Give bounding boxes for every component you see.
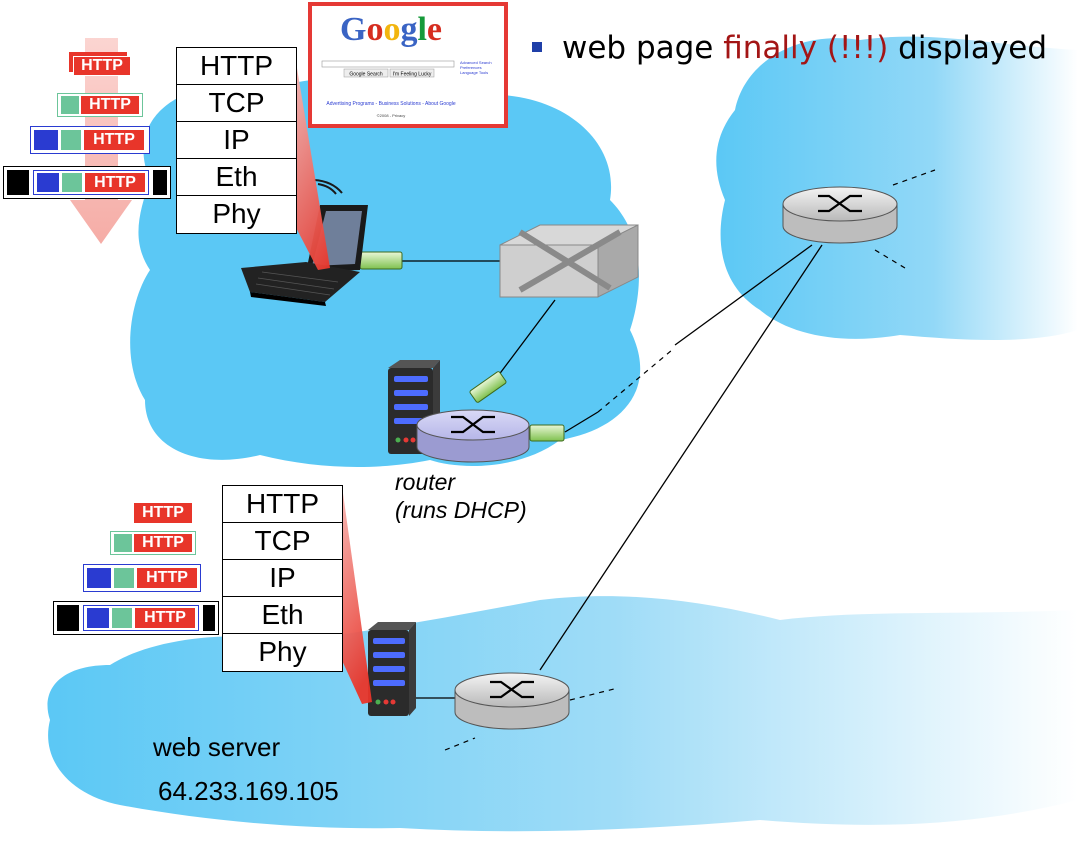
packet-http-label: HTTP	[94, 174, 136, 191]
google-page-thumbnail: Google Google Search I'm Feeling Lucky A…	[308, 2, 508, 128]
network-links	[382, 244, 823, 699]
router-link-connector	[529, 424, 565, 442]
bullet-marker	[532, 42, 542, 52]
ethernet-switch	[499, 224, 639, 298]
client-protocol-stack: HTTP TCP IP Eth Phy	[176, 47, 297, 234]
laptop-link-connector	[359, 251, 403, 270]
svg-text:Language Tools: Language Tools	[460, 70, 488, 75]
first-hop-router	[416, 409, 530, 463]
router-label-line2: (runs DHCP)	[395, 497, 527, 523]
stack-layer-http: HTTP	[223, 486, 342, 523]
packet-http-label: HTTP	[89, 96, 131, 113]
svg-text:Advertising Programs - Busines: Advertising Programs - Business Solution…	[326, 101, 455, 107]
router-label: router (runs DHCP)	[395, 468, 527, 524]
stack-layer-phy: Phy	[258, 636, 307, 667]
stack-layer-ip: IP	[223, 560, 342, 597]
svg-text:Advanced Search: Advanced Search	[460, 60, 492, 65]
packet-http-label: HTTP	[93, 131, 135, 148]
web-server-icon	[368, 622, 416, 716]
stack-layer-phy: Phy	[212, 198, 261, 229]
stack-layer-tcp: TCP	[177, 85, 296, 122]
google-logo: Google	[340, 11, 442, 48]
headline-text-start: web page	[562, 30, 724, 66]
packet-http-label: HTTP	[146, 569, 188, 586]
stack-layer-eth: Eth	[223, 597, 342, 634]
server-protocol-stack: HTTP TCP IP Eth Phy	[222, 485, 343, 672]
headline-bullet: web page finally (!!!) displayed	[562, 30, 1047, 66]
packet-http-label: HTTP	[142, 504, 184, 521]
stack-layer-eth: Eth	[177, 159, 296, 196]
wifi-icon	[313, 179, 343, 195]
headline-highlight: finally (!!!)	[723, 30, 889, 66]
web-server-label: web server	[153, 732, 281, 762]
stack-layer-http: HTTP	[177, 48, 296, 85]
svg-text:Preferences: Preferences	[460, 65, 482, 70]
core-router	[782, 186, 898, 244]
web-server-ip: 64.233.169.105	[158, 776, 339, 806]
svg-text:©2008 - Privacy: ©2008 - Privacy	[377, 113, 406, 118]
edge-router	[454, 672, 570, 730]
right-network-cloud	[716, 36, 1078, 341]
svg-text:I'm Feeling Lucky: I'm Feeling Lucky	[393, 72, 432, 78]
packet-http-label: HTTP	[144, 609, 186, 626]
stack-layer-tcp: TCP	[223, 523, 342, 560]
stack-layer-ip: IP	[177, 122, 296, 159]
headline-text-end: displayed	[888, 30, 1048, 66]
svg-text:Google Search: Google Search	[349, 72, 383, 78]
router-label-line1: router	[395, 469, 456, 495]
packet-http-label: HTTP	[81, 57, 123, 74]
router-up-connector	[469, 371, 507, 403]
packet-http-label: HTTP	[142, 534, 184, 551]
